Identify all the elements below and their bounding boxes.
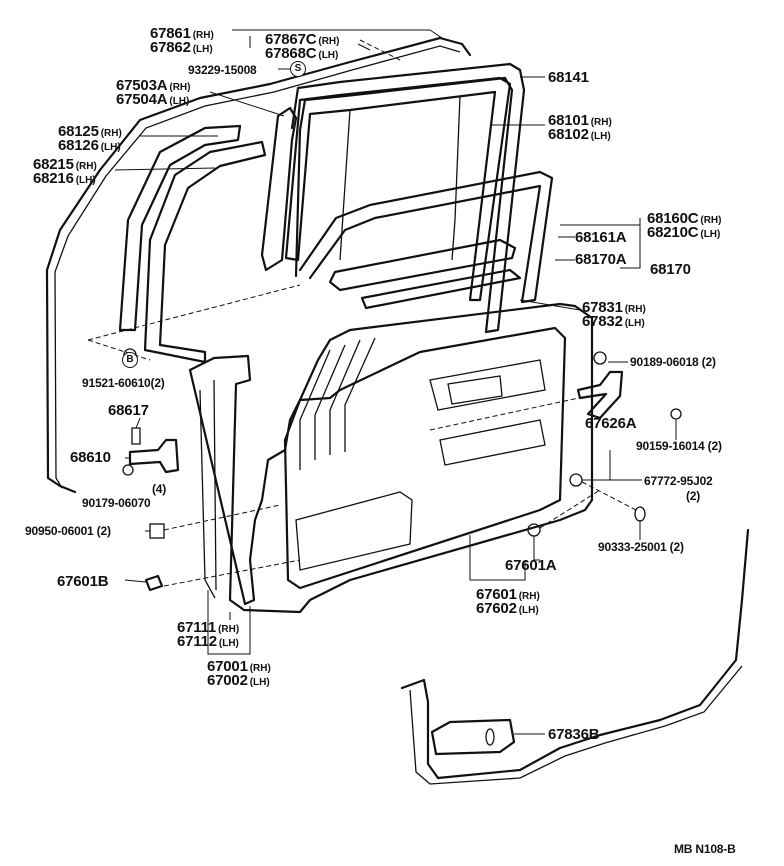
label-67504A: 67504A(LH) [116, 91, 190, 108]
label-67772-qty: (2) [686, 489, 701, 503]
label-90179-qty: (4) [152, 482, 167, 496]
glass-division-channel-drawing [339, 95, 461, 261]
label-68170: 68170 [650, 261, 691, 278]
label-67601B: 67601B [57, 573, 109, 590]
label-90950: 90950-06001 (2) [25, 524, 111, 538]
label-67002: 67002(LH) [207, 672, 270, 689]
label-67601A: 67601A [505, 557, 557, 574]
bolt-68617-drawing [131, 427, 141, 445]
label-68617: 68617 [108, 402, 149, 419]
label-68160C: 68160C(RH) [647, 210, 722, 227]
leader-lines [114, 29, 677, 735]
label-67001: 67001(RH) [207, 658, 271, 675]
trim-panel-armrest-drawing [439, 419, 546, 466]
screw-90159-drawing [670, 408, 682, 420]
label-68215: 68215(RH) [33, 156, 97, 173]
label-67112: 67112(LH) [177, 633, 239, 650]
door-shell-stripes-drawing [299, 337, 376, 470]
assembly-line-4 [163, 559, 301, 587]
lower-door-panel-inner-drawing [409, 665, 743, 785]
body-weatherstrip-drawing [45, 36, 472, 494]
label-68102: 68102(LH) [548, 126, 611, 143]
label-68210C: 68210C(LH) [647, 224, 721, 241]
assembly-line-3 [163, 504, 281, 531]
body-weatherstrip-inner-drawing [54, 45, 461, 489]
label-67772: 67772-95J02 [644, 474, 713, 488]
label-68610: 68610 [70, 449, 111, 466]
label-68126: 68126(LH) [58, 137, 121, 154]
label-68216: 68216(LH) [33, 170, 96, 187]
label-67836B: 67836B [548, 726, 600, 743]
opening-weatherstrip-68125-drawing [118, 124, 242, 332]
label-67831: 67831(RH) [582, 299, 646, 316]
label-90159: 90159-16014 (2) [636, 439, 722, 453]
weatherstrip-67836B-hole-drawing [485, 728, 495, 746]
assembly-line-2 [87, 339, 151, 361]
hole-plug-90950-drawing [149, 523, 165, 539]
label-68101: 68101(RH) [548, 112, 612, 129]
clip-90189-drawing [593, 351, 607, 365]
label-68125: 68125(RH) [58, 123, 122, 140]
label-90189: 90189-06018 (2) [630, 355, 716, 369]
marker-s: S [290, 61, 306, 77]
label-67868C: 67868C(LH) [265, 45, 339, 62]
weatherstrip-67836B-drawing [430, 718, 516, 756]
marker-b: B [122, 352, 138, 368]
trim-panel-molding-drawing [429, 359, 546, 411]
label-67832: 67832(LH) [582, 313, 645, 330]
assembly-line-7 [581, 481, 637, 511]
trim-panel-67601-drawing [283, 326, 567, 590]
label-91521: 91521-60610(2) [82, 376, 165, 390]
clip-67772-drawing [569, 473, 583, 487]
label-67602: 67602(LH) [476, 600, 539, 617]
bolt-90179-drawing [122, 464, 134, 476]
channel-67503A-drawing [260, 106, 298, 272]
label-67867C: 67867C(RH) [265, 31, 340, 48]
clip-90333-drawing [634, 506, 646, 522]
door-check-68610-drawing [128, 438, 180, 474]
clip-67601A-drawing [527, 523, 541, 537]
label-93229: 93229-15008 [188, 63, 257, 77]
door-glass-68101-drawing [284, 76, 512, 302]
label-67503A: 67503A(RH) [116, 77, 191, 94]
lower-channel-68170-drawing [328, 238, 517, 292]
lower-channel-2-drawing [360, 268, 522, 310]
assembly-line-1 [87, 284, 301, 341]
door-shell-inner-drawing [199, 379, 217, 599]
assembly-line-6 [539, 489, 601, 529]
label-68141: 68141 [548, 69, 589, 86]
door-shell-67001-drawing [188, 302, 594, 614]
label-67861: 67861(RH) [150, 25, 214, 42]
assembly-line-5 [429, 395, 589, 431]
bracket-67626A-drawing [576, 370, 624, 420]
label-67626A: 67626A [585, 415, 637, 432]
label-68170A: 68170A [575, 251, 627, 268]
clip-67601B-drawing [144, 574, 164, 592]
diagram-code: MB N108-B [674, 842, 736, 856]
label-67111: 67111(RH) [177, 619, 240, 636]
weatherstrip-68215-drawing [143, 140, 267, 364]
label-67862: 67862(LH) [150, 39, 213, 56]
lower-door-panel-drawing [400, 528, 750, 780]
label-68161A: 68161A [575, 229, 627, 246]
door-pocket-drawing [295, 491, 413, 571]
run-channel-68160C-drawing [298, 170, 554, 304]
label-67601: 67601(RH) [476, 586, 540, 603]
label-90333: 90333-25001 (2) [598, 540, 684, 554]
label-90179: 90179-06070 [82, 496, 151, 510]
